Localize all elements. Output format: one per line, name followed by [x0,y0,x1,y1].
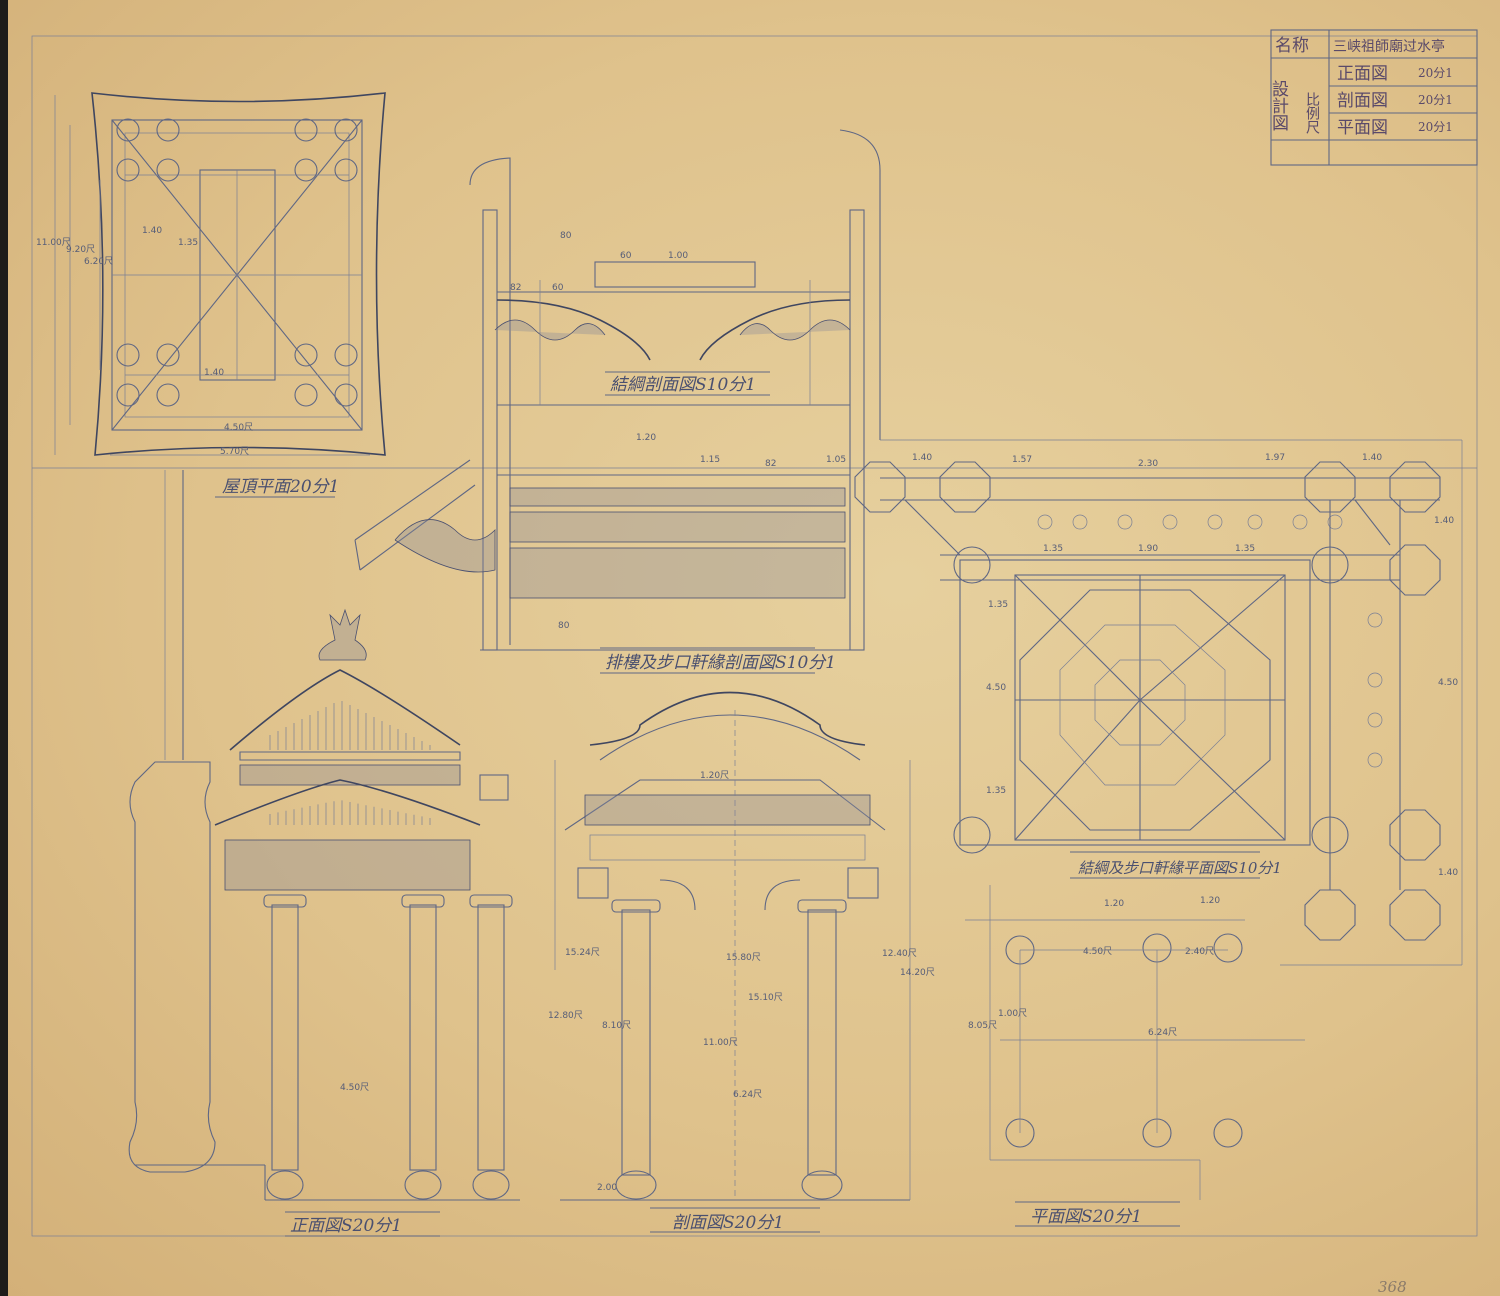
title-block: 名称 三峡祖師廟过水亭 設計図 比例尺 正面図 20分1 剖面図 20分1 平面… [1268,29,1478,166]
dimension-label: 60 [552,283,564,293]
front-elevation-drawing: 4.50尺 正面図S20分1 [128,470,520,1237]
dimension-label: 4.50尺 [340,1082,369,1093]
title-name-value: 三峡祖師廟过水亭 [1333,38,1445,55]
dimension-label: 8.10尺 [602,1020,631,1031]
title-row-drawing: 剖面図 [1337,91,1388,111]
drawing-title-truss-plan: 結綱及步口軒緣平面図S10分1 [1078,859,1282,877]
dimension-label: 6.24尺 [733,1089,762,1100]
title-name-label: 名称 [1275,36,1309,56]
dimension-label: 1.40 [1434,516,1454,526]
dimension-label: 6.20尺 [84,256,113,267]
plan-drawing: 1.20 1.20 4.50尺 2.40尺 8.05尺 1.00尺 6.24尺 … [965,885,1305,1227]
drawing-title-section: 剖面図S20分1 [672,1213,784,1233]
title-row-scale: 20分1 [1418,66,1453,80]
dimension-label: 1.20 [1104,899,1124,909]
dimension-label: 82 [765,459,776,469]
dimension-label: 1.00尺 [998,1008,1027,1019]
dimension-label: 1.35 [986,786,1006,796]
drawing-title-truss-section: 結綱剖面図S10分1 [610,375,756,395]
dimension-label: 4.50 [1438,678,1458,688]
dimension-label: 1.97 [1265,453,1285,463]
dimension-label: 12.80尺 [548,1010,583,1021]
scan-edge [0,0,8,1296]
dimension-label: 4.50尺 [1083,946,1112,957]
dimension-label: 4.50尺 [224,422,253,433]
title-row-scale: 20分1 [1418,93,1453,107]
drawing-title-plan: 平面図S20分1 [1030,1207,1142,1227]
dimension-label: 80 [560,231,572,241]
dimension-label: 14.20尺 [900,967,935,978]
section-drawing: 1.20尺 15.24尺 15.80尺 12.80尺 8.10尺 15.10尺 … [548,691,935,1233]
dimension-label: 1.20尺 [700,770,729,781]
drawing-title-roof-plan: 屋頂平面20分1 [222,477,339,497]
dimension-label: 1.20 [1200,896,1220,906]
truss-plan-drawing: 1.40 1.57 2.30 1.97 1.40 1.35 1.90 1.35 … [854,439,1463,966]
title-scale-label: 比例尺 [1304,92,1320,134]
dimension-label: 1.00 [668,251,688,261]
dimension-label: 1.20 [636,433,656,443]
dimension-label: 15.10尺 [748,992,783,1003]
dimension-label: 15.80尺 [726,952,761,963]
dimension-label: 1.40 [1362,453,1382,463]
dimension-label: 1.90 [1138,544,1158,554]
dimension-label: 4.50 [986,683,1006,693]
dimension-label: 1.35 [1235,544,1255,554]
title-row-drawing: 正面図 [1337,64,1388,84]
dimension-label: 11.00尺 [703,1037,738,1048]
dimension-label: 1.35 [178,238,198,248]
dimension-label: 80 [558,621,570,631]
dimension-label: 1.40 [912,453,932,463]
dimension-label: 1.35 [988,600,1008,610]
dimension-label: 2.00 [597,1183,617,1193]
title-design-label: 設計図 [1268,80,1289,131]
dimension-label: 11.00尺 [36,237,71,248]
dimension-label: 9.20尺 [66,244,95,255]
dimension-label: 1.35 [1043,544,1063,554]
dimension-label: 1.57 [1012,455,1032,465]
dimension-label: 15.24尺 [565,947,600,958]
dimension-label: 2.40尺 [1185,946,1214,957]
dimension-label: 1.15 [700,455,720,465]
dimension-label: 1.40 [1438,868,1458,878]
title-row-scale: 20分1 [1418,120,1453,134]
title-row-drawing: 平面図 [1337,118,1388,138]
dimension-label: 1.40 [142,226,162,236]
dimension-label: 1.05 [826,455,846,465]
dimension-label: 60 [620,251,632,261]
roof-plan-drawing: 11.00尺 9.20尺 6.20尺 1.40 1.35 4.50尺 5.70尺… [36,92,386,498]
dimension-label: 12.40尺 [882,948,917,959]
drawing-title-arch-section: 排樓及步口軒緣剖面図S10分1 [605,653,836,673]
page-number: 368 [1378,1278,1407,1296]
dimension-label: 1.40 [204,368,224,378]
truss-section-drawing: 80 1.00 60 82 60 1.20 1.15 82 1.05 80 結綱… [354,129,881,674]
dimension-label: 6.24尺 [1148,1027,1177,1038]
drawing-title-front-elevation: 正面図S20分1 [290,1216,402,1236]
sheet-border [31,35,1478,1237]
dimension-label: 82 [510,283,521,293]
dimension-label: 5.70尺 [220,446,249,457]
dimension-label: 2.30 [1138,459,1158,469]
dimension-label: 8.05尺 [968,1020,997,1031]
